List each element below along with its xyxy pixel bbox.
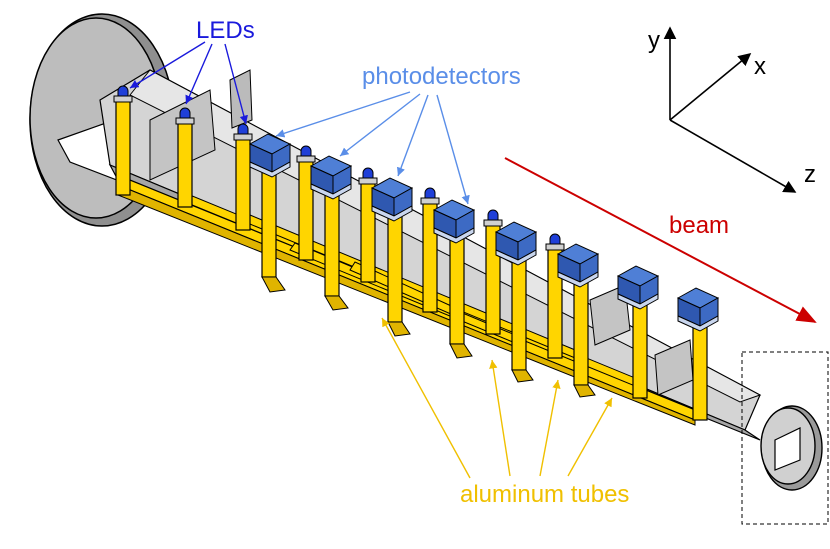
photodetector-7-icon [616,265,660,310]
led-5-icon [358,167,378,185]
led-callout-arrows [129,41,248,125]
led-7-icon [483,209,503,227]
led-2-icon [175,107,195,125]
led-4-icon [296,145,316,163]
led-1-icon [113,85,133,103]
beam-label: beam [669,212,729,239]
photodetector-2-icon [309,155,353,200]
leds [113,85,565,251]
photodetector-6-icon [556,243,600,288]
axis-z-label: z [804,161,816,188]
photodetector-3-icon [370,177,414,222]
photodetector-8-icon [676,287,720,332]
aluminum-tubes [115,99,708,426]
photodetector-4-icon [432,199,476,244]
axis-y-label: y [648,27,660,54]
axis-x-label: x [754,53,766,80]
end-flange-right [741,351,829,525]
photodetector-5-icon [494,221,538,266]
photodetectors [248,133,720,332]
leds-label: LEDs [196,17,255,44]
photodetector-callout-arrows [275,91,470,205]
photodetectors-label: photodetectors [362,63,521,90]
beam-arrow [504,157,817,323]
tube-callout-arrows [381,317,613,479]
led-8-icon [545,233,565,251]
coordinate-axes [663,26,797,193]
aluminum-tubes-label: aluminum tubes [460,481,629,508]
photodetector-1-icon [248,133,292,178]
led-3-icon [233,123,253,141]
led-6-icon [420,187,440,205]
